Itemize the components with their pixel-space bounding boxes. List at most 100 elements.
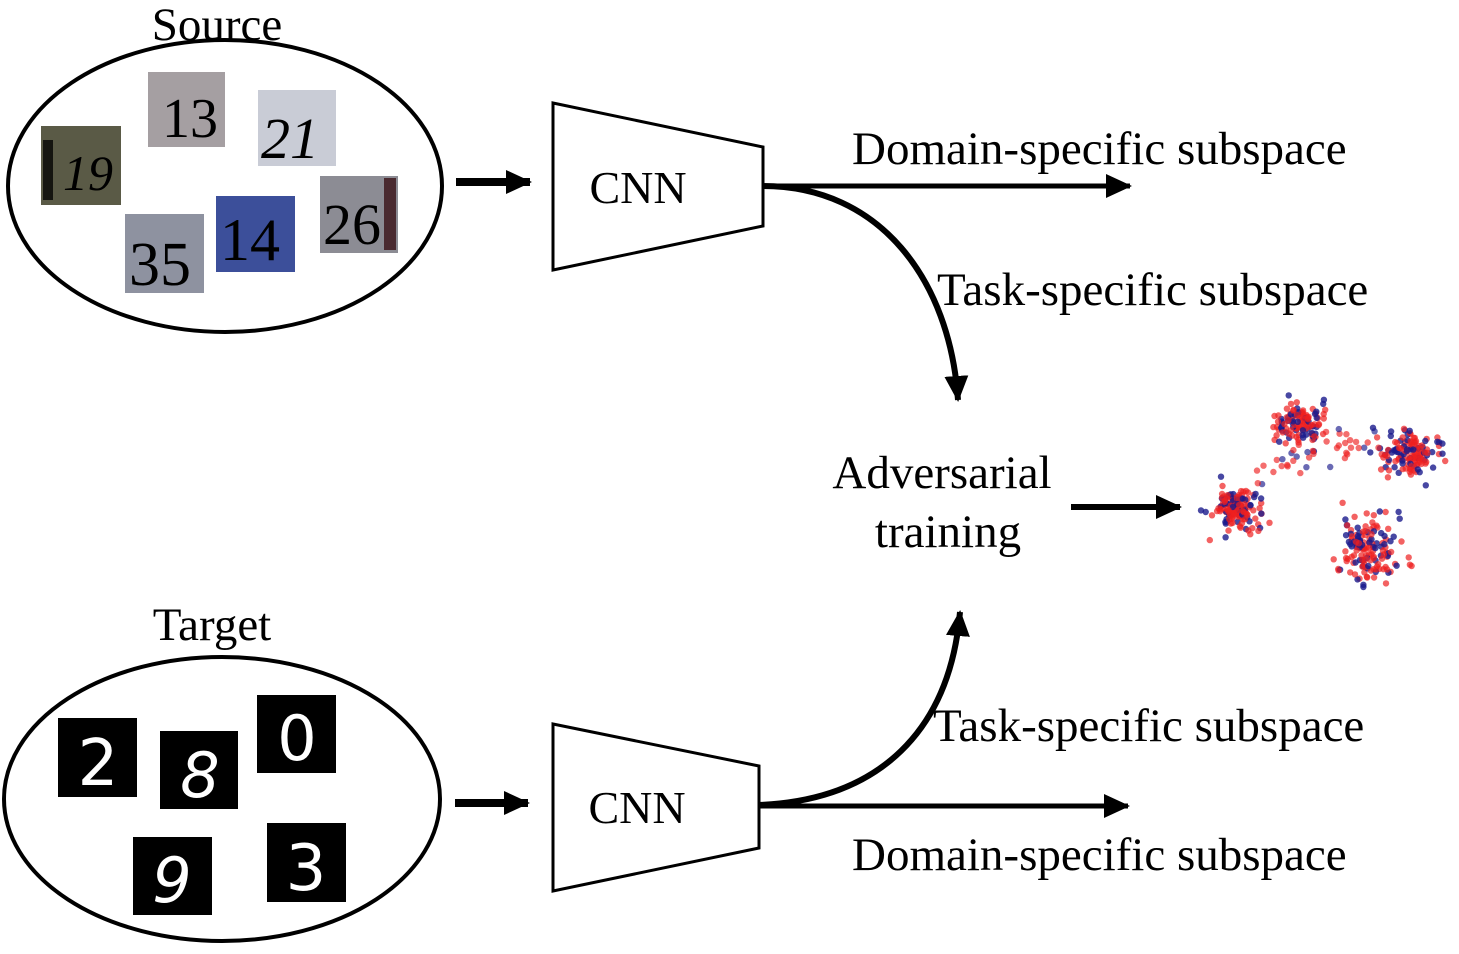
embedding-point — [1399, 465, 1406, 473]
embedding-point — [1221, 497, 1229, 504]
embedding-point — [1396, 515, 1403, 522]
embedding-point — [1275, 412, 1282, 419]
embedding-point — [1395, 444, 1403, 451]
embedding-point — [1403, 447, 1411, 454]
embedding-point — [1335, 425, 1343, 433]
embedding-point — [1327, 463, 1334, 471]
embedding-point — [1367, 557, 1374, 564]
embedding-point — [1423, 458, 1430, 466]
embedding-point — [1290, 407, 1297, 414]
embedding-point — [1274, 418, 1282, 425]
embedding-point — [1273, 432, 1280, 439]
embedding-point — [1395, 508, 1402, 516]
embedding-point — [1320, 415, 1328, 422]
embedding-point — [1422, 482, 1430, 489]
embedding-point — [1252, 515, 1259, 522]
embedding-point — [1289, 432, 1296, 439]
embedding-point — [1421, 449, 1429, 456]
source-sample-6: 26 — [320, 176, 398, 257]
embedding-point — [1241, 516, 1249, 523]
embedding-point — [1429, 448, 1436, 456]
embedding-point — [1439, 440, 1446, 447]
source-sample-5: 14 — [216, 196, 295, 273]
embedding-point — [1408, 452, 1416, 459]
embedding-point — [1330, 556, 1337, 563]
embedding-point — [1247, 531, 1254, 538]
embedding-point — [1350, 552, 1358, 559]
embedding-point — [1270, 468, 1277, 476]
source-sample-label: 35 — [129, 231, 191, 299]
embedding-point — [1384, 474, 1392, 481]
embedding-point — [1417, 445, 1424, 452]
embedding-point — [1260, 462, 1267, 469]
embedding-point — [1279, 456, 1286, 463]
cnn-label-top: CNN — [589, 162, 686, 213]
embedding-point — [1368, 536, 1375, 543]
embedding-point — [1360, 583, 1367, 591]
embedding-point — [1364, 574, 1371, 581]
embedding-point — [1239, 507, 1246, 515]
source-sample-label: 19 — [63, 145, 113, 201]
top-task-subspace-label: Task-specific subspace — [937, 264, 1368, 316]
embedding-point — [1303, 464, 1310, 471]
embedding-point — [1398, 538, 1405, 545]
target-sample-label: 0 — [277, 702, 316, 775]
embedding-point — [1290, 457, 1297, 464]
embedding-point — [1315, 420, 1323, 428]
embedding-point — [1294, 418, 1301, 425]
embedding-point — [1439, 450, 1446, 457]
embedding-point — [1368, 531, 1375, 538]
embedding-point — [1408, 463, 1415, 470]
embedding-point — [1393, 562, 1400, 569]
source-sample-label: 13 — [162, 88, 218, 150]
embedding-point — [1217, 473, 1225, 480]
embedding-point — [1364, 439, 1371, 446]
embedding-point — [1342, 532, 1350, 539]
bottom-task-branch-arrow — [758, 610, 970, 808]
embedding-point — [1310, 450, 1317, 457]
embedding-point — [1434, 438, 1441, 445]
embedding-point — [1225, 506, 1232, 514]
embedding-point — [1373, 434, 1381, 441]
embedding-point — [1295, 441, 1303, 448]
embedding-point — [1293, 399, 1301, 406]
embedding-point — [1355, 444, 1362, 452]
embedding-point — [1365, 562, 1372, 570]
source-sample-label: 14 — [220, 207, 280, 273]
target-sample-3: 0 — [257, 695, 336, 775]
embedding-point — [1247, 501, 1254, 509]
embedding-point — [1351, 513, 1358, 520]
embedding-point — [1293, 411, 1301, 419]
embedding-point — [1442, 457, 1449, 465]
top-domain-subspace-label: Domain-specific subspace — [852, 123, 1347, 175]
embedding-point — [1283, 405, 1291, 412]
embedding-point — [1225, 527, 1232, 534]
embedding-point — [1300, 434, 1307, 441]
embedding-point — [1354, 576, 1361, 583]
target-label: Target — [153, 599, 272, 651]
embedding-point — [1241, 501, 1248, 508]
embedding-point — [1299, 408, 1306, 416]
embedding-point — [1342, 548, 1349, 555]
embedding-point — [1257, 495, 1265, 502]
embedding-point — [1266, 519, 1273, 526]
embedding-point — [1366, 544, 1373, 552]
embedding-point — [1382, 508, 1389, 516]
embedding-point — [1382, 563, 1389, 571]
embedding-point — [1285, 417, 1292, 424]
embedding-point — [1354, 524, 1361, 531]
source-sample-label: 26 — [323, 192, 381, 257]
embedding-point — [1414, 466, 1422, 473]
embedding-point — [1252, 490, 1259, 498]
embedding-point — [1405, 554, 1412, 561]
embedding-point — [1377, 466, 1385, 473]
embedding-point — [1206, 536, 1214, 544]
embedding-point — [1304, 448, 1311, 456]
cnn-encoder-top — [551, 101, 765, 272]
embedding-point — [1335, 567, 1342, 574]
embedding-point — [1255, 527, 1262, 535]
embedding-point — [1417, 455, 1424, 462]
embedding-point — [1407, 438, 1414, 445]
embedding-point — [1376, 508, 1384, 515]
embedding-point — [1254, 480, 1262, 487]
